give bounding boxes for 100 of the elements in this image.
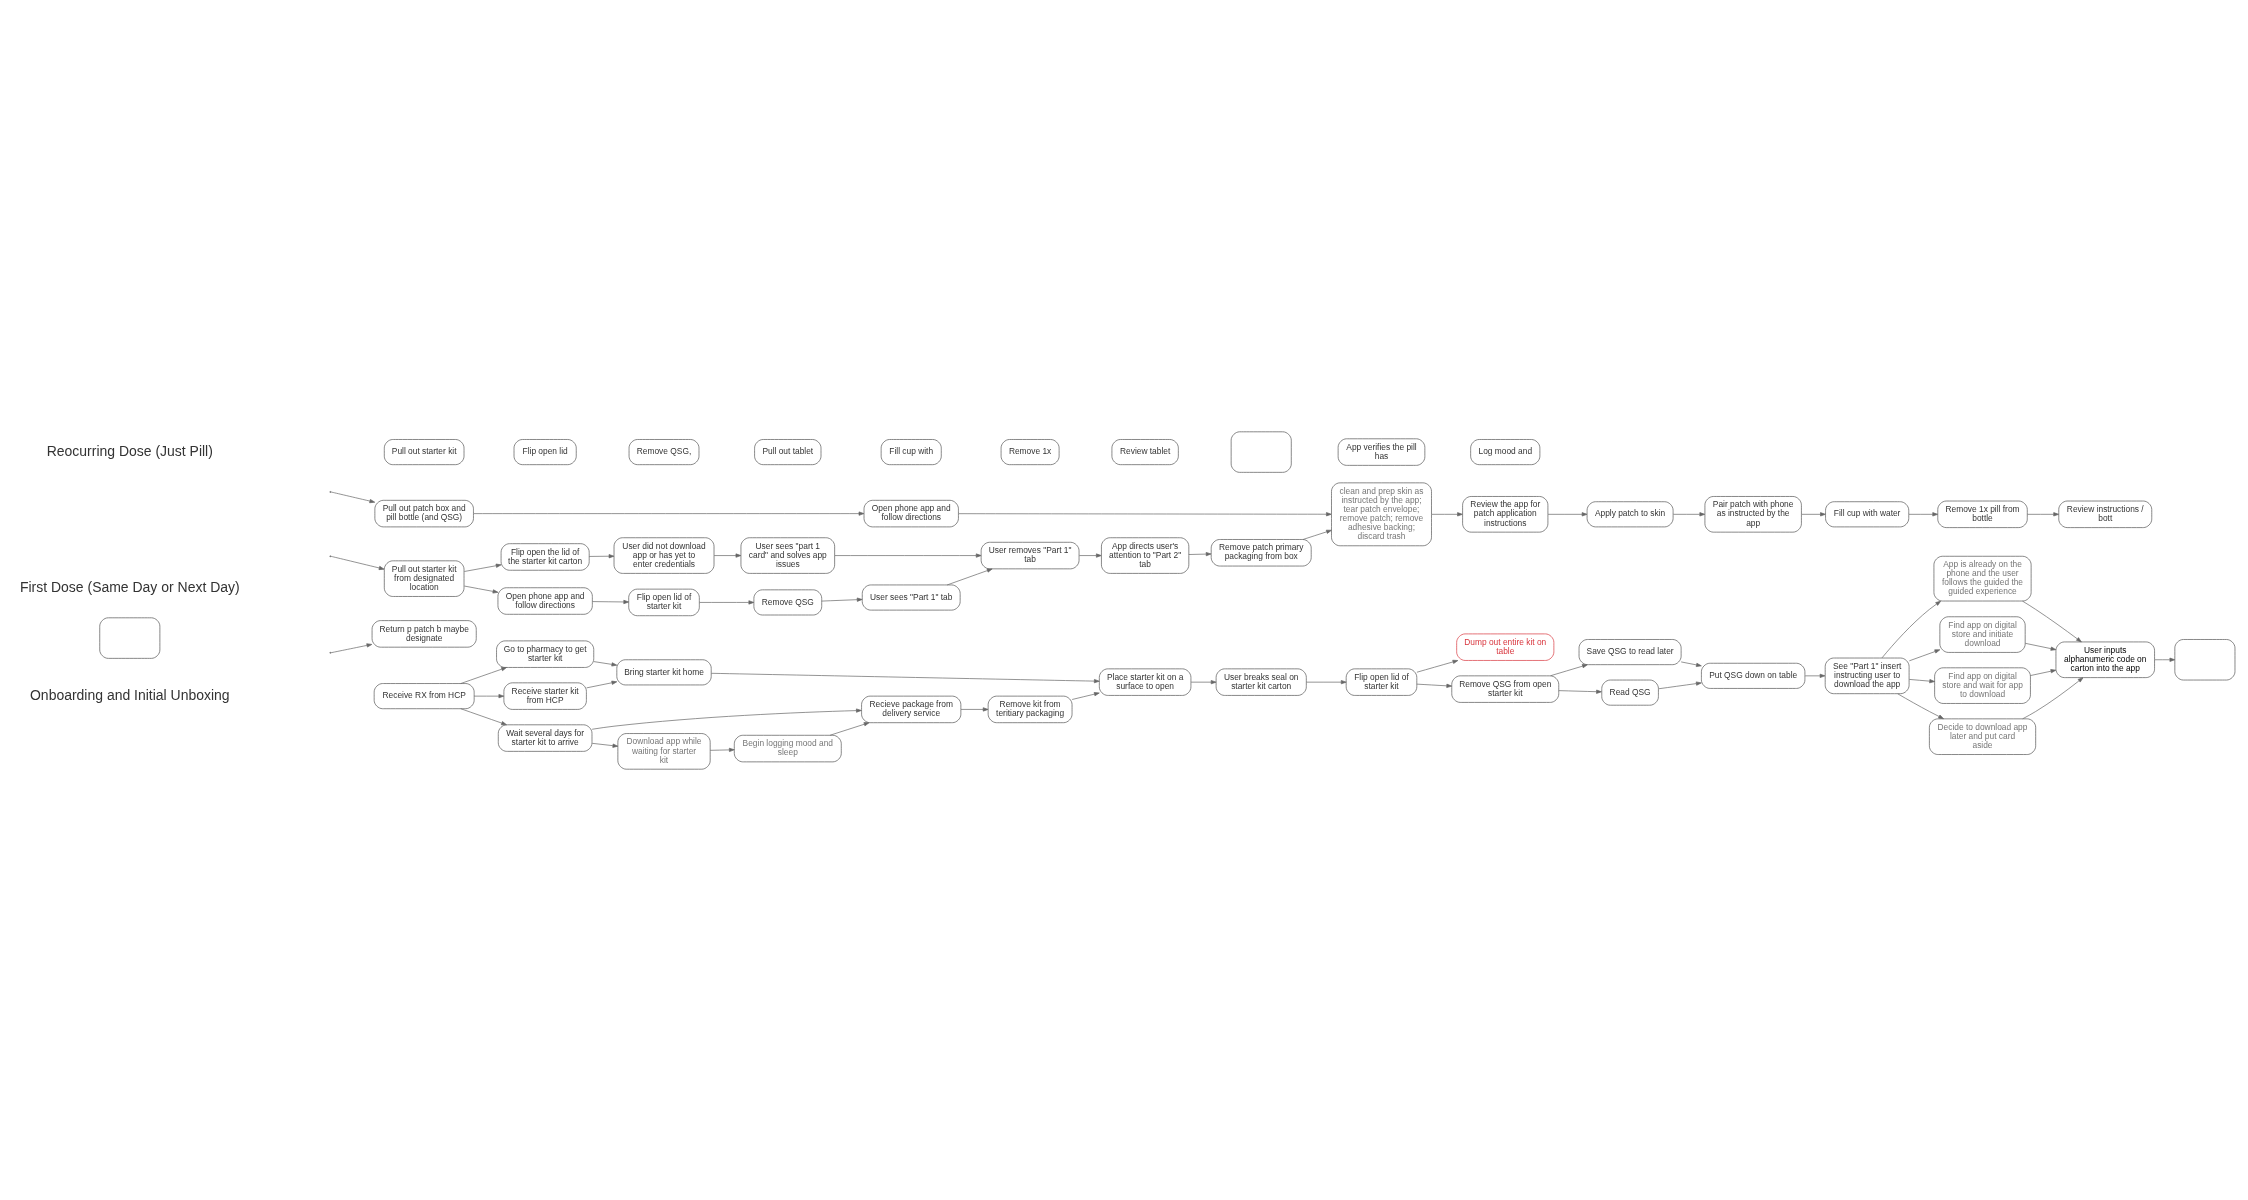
arrow [591, 708, 862, 730]
node-box: Go to pharmacy to get starter kit [496, 640, 595, 668]
node-box: Remove kit from teritiary packaging [987, 695, 1073, 723]
arrow [2027, 511, 2059, 516]
arrow [464, 563, 502, 572]
node-box: Review tablet [1111, 438, 1179, 465]
node-box: Find app on digital store and wait for app to download [1934, 666, 2031, 704]
arrow [2154, 657, 2176, 662]
arrow [330, 642, 373, 653]
node-box: Flip open the lid of the starter kit carton [500, 542, 590, 571]
node-box: Review the app for patch application instructions [1462, 495, 1549, 532]
arrow [1190, 679, 1217, 684]
arrow [2022, 600, 2082, 642]
node-box: Find app on digital store and initiate download [1939, 615, 2026, 653]
arrow [593, 660, 618, 666]
node-box: Remove 1x [1000, 438, 1060, 465]
arrow [473, 511, 865, 516]
node-box: Put QSG down on table [1701, 662, 1806, 689]
arrow [2022, 676, 2084, 719]
node-box: Bring starter kit home [616, 658, 712, 685]
node-box: Flip open lid of starter kit [1345, 668, 1418, 696]
arrow [464, 585, 499, 593]
arrow [1801, 511, 1826, 516]
arrow [588, 553, 615, 558]
arrow [711, 672, 1100, 683]
node-box: Fill cup with [880, 438, 942, 465]
node-box: Review instructions / bott [2058, 500, 2153, 528]
arrow [1908, 511, 1938, 516]
node-box: Receive RX from HCP [373, 682, 475, 709]
arrow [946, 568, 993, 585]
node-box: Remove QSG, [628, 438, 700, 465]
node-box: Dump out entire kit on table [1456, 633, 1555, 661]
node-box [1230, 430, 1292, 473]
arrow [1306, 679, 1347, 684]
arrow [586, 680, 618, 688]
node-box: App directs user's attention to "Part 2" tab [1101, 536, 1190, 574]
arrow [2030, 668, 2057, 676]
node-box: User breaks seal on starter kit carton [1215, 668, 1307, 696]
arrow [1416, 659, 1459, 673]
node-box: Flip open lid of starter kit [628, 588, 700, 616]
node-box: Remove patch primary packaging from box [1210, 538, 1312, 566]
node-box: Open phone app and follow directions [497, 586, 593, 615]
arrow [1673, 511, 1706, 516]
node-box: Remove 1x pill from bottle [1937, 500, 2028, 528]
arrow [1558, 689, 1602, 694]
node-box: User inputs alphanumeric code on carton into the app [2055, 641, 2155, 678]
node-box: Download app while waiting for starter kit [617, 732, 711, 770]
arrow [330, 555, 385, 570]
arrow [1897, 692, 1944, 719]
arrow [1078, 553, 1102, 558]
arrow [1071, 691, 1100, 700]
node-box: Pull out patch box and pill bottle (and QSG) [374, 499, 474, 527]
node-box: Log mood and [1470, 438, 1541, 465]
node-box [2174, 638, 2236, 680]
arrow [1302, 529, 1332, 540]
label: First Dose (Same Day or Next Day) [19, 578, 240, 595]
arrow [591, 742, 619, 748]
arrow [821, 597, 863, 602]
arrow [834, 553, 982, 558]
arrow [1881, 600, 1941, 658]
node-box: clean and prep skin as instructed by the app; tear patch envelope; remove patch; remove adhesive backing; discard trash [1331, 482, 1432, 546]
node-box: Receive starter kit from HCP [503, 682, 587, 710]
node-box: App verifies the pill has [1337, 437, 1426, 466]
arrow [1804, 673, 1826, 678]
arrow [713, 553, 742, 558]
node-box: Pull out starter kit [383, 438, 465, 465]
arrow [1547, 511, 1588, 516]
node-box: Return p patch b maybe designate [371, 619, 477, 648]
arrow [460, 707, 507, 725]
arrow [1416, 683, 1453, 688]
node-box: App is already on the phone and the user follows the guided the guided experience [1933, 555, 2032, 601]
node-box: Pull out tablet [754, 438, 822, 465]
node-box: Remove QSG from open starter kit [1451, 675, 1560, 703]
arrow [1658, 681, 1702, 689]
arrow [829, 721, 870, 736]
node-box: User did not download app or has yet to enter credentials [613, 536, 715, 574]
node-box: User sees "part 1 card" and solves app issues [740, 536, 835, 574]
node-box: Pull out starter kit from designated location [383, 559, 465, 597]
arrow [1550, 663, 1588, 676]
node-box: Remove QSG [753, 589, 823, 615]
node-box: User removes "Part 1" tab [980, 541, 1080, 569]
node-box: Read QSG [1601, 679, 1659, 706]
node-box: Fill cup with water [1825, 500, 1910, 527]
node-box: Save QSG to read later [1578, 638, 1682, 665]
node-box [99, 616, 161, 659]
arrow [699, 599, 755, 604]
node-box: Begin logging mood and sleep [733, 734, 842, 762]
node-box: See "Part 1" insert instructing user to download the app [1824, 657, 1910, 694]
arrow [1188, 551, 1212, 556]
arrow [958, 511, 1332, 516]
node-box: Apply patch to skin [1586, 500, 1674, 527]
label: Onboarding and Initial Unboxing [30, 686, 230, 703]
arrow [1908, 678, 1935, 683]
label: Reocurring Dose (Just Pill) [46, 442, 213, 459]
node-box: Pair patch with phone as instructed by the app [1704, 495, 1802, 532]
arrow [1680, 661, 1702, 667]
arrow [2024, 642, 2057, 651]
arrow [1908, 648, 1941, 661]
node-box: Decide to download app later and put card aside [1929, 718, 2036, 755]
node-box: Open phone app and follow directions [863, 499, 959, 527]
